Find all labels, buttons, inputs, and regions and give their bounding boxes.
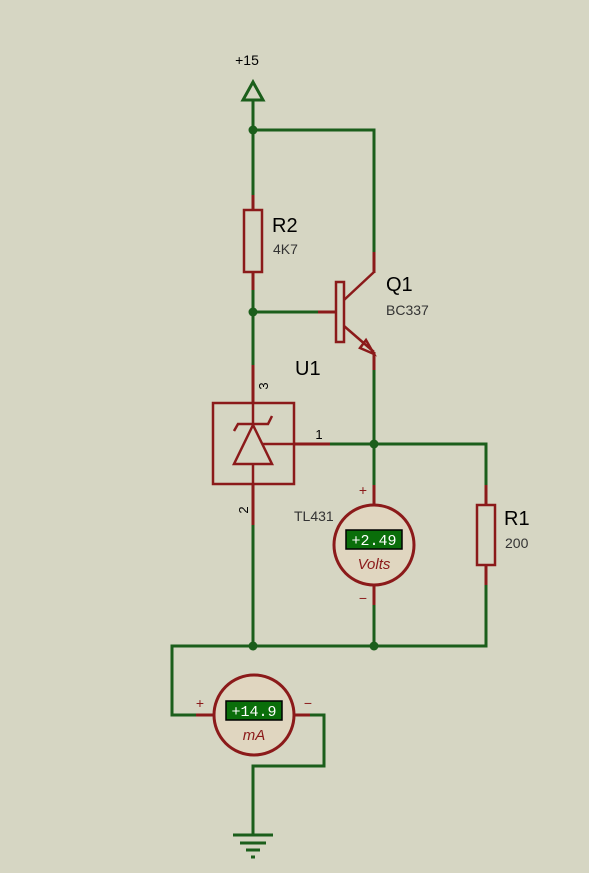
transistor-q1[interactable]: Q1 BC337 — [318, 252, 429, 370]
voltmeter[interactable]: +2.49 Volts + − — [332, 482, 416, 606]
ammeter-display — [225, 700, 283, 721]
voltmeter-display — [345, 529, 403, 550]
q1-value: BC337 — [386, 302, 429, 318]
voltmeter-plus-label: + — [359, 482, 367, 498]
ground-terminal[interactable] — [233, 833, 273, 859]
supply-label: +15 — [235, 52, 259, 68]
junction-dot — [248, 641, 258, 651]
resistor-r2[interactable]: R2 4K7 — [242, 195, 298, 290]
junction-dot — [369, 439, 379, 449]
q1-base-bar — [334, 280, 346, 344]
u1-pin-1-label: 1 — [315, 427, 322, 442]
shunt-regulator-u1[interactable]: 3 1 2 U1 TL431 — [211, 358, 334, 525]
resistor-body — [242, 208, 264, 274]
wires — [170, 101, 488, 837]
r1-value: 200 — [505, 535, 529, 551]
junctions — [248, 125, 379, 651]
r1-reference: R1 — [504, 508, 530, 530]
ammeter-unit: mA — [243, 727, 266, 744]
junction-dot — [248, 125, 258, 135]
power-arrow-icon — [240, 78, 266, 102]
emitter-arrow-icon — [358, 337, 377, 357]
u1-value: TL431 — [294, 508, 334, 524]
junction-dot — [248, 307, 258, 317]
junction-dot — [369, 641, 379, 651]
q1-collector-lead — [343, 271, 375, 301]
ammeter-plus-label: + — [196, 695, 204, 711]
ammeter-reading: +14.9 — [231, 704, 276, 721]
voltmeter-minus-label: − — [359, 590, 367, 606]
resistor-body — [475, 503, 497, 567]
u1-pin-2-label: 2 — [236, 506, 251, 513]
u1-pin-3-label: 3 — [256, 382, 271, 389]
r2-value: 4K7 — [273, 241, 298, 257]
q1-reference: Q1 — [386, 274, 413, 296]
ammeter-minus-label: − — [304, 695, 312, 711]
voltmeter-unit: Volts — [358, 556, 391, 573]
u1-reference: U1 — [295, 358, 321, 380]
voltmeter-reading: +2.49 — [351, 533, 396, 550]
r2-reference: R2 — [272, 215, 298, 237]
power-terminal[interactable]: +15 — [235, 52, 266, 102]
resistor-r1[interactable]: R1 200 — [475, 485, 530, 585]
ammeter[interactable]: +14.9 mA + − — [196, 673, 312, 757]
